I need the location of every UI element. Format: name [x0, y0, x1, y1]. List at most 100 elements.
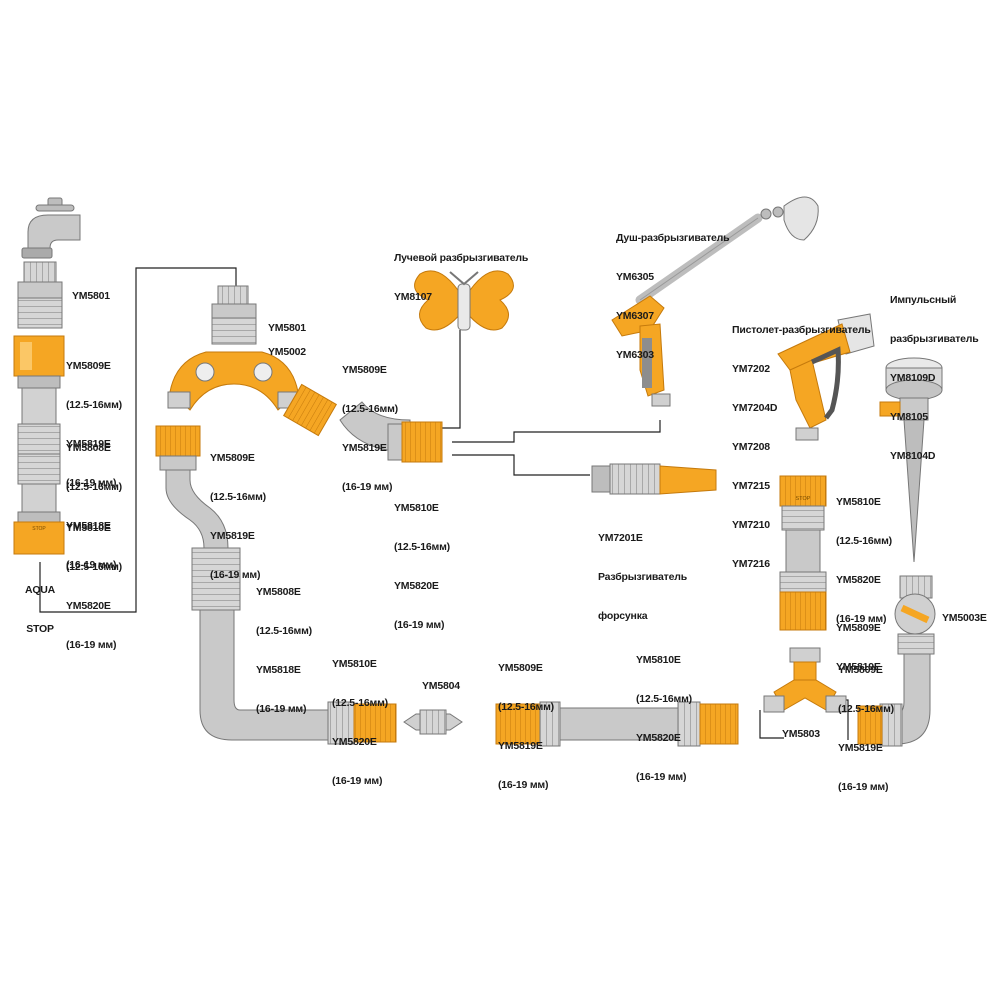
- label-line: YM5810E: [332, 658, 377, 670]
- label-line: YM5810E: [394, 502, 439, 514]
- label-right-group-a: YM5810E (12.5-16мм) YM5820E (16-19 мм): [836, 470, 892, 639]
- connector-to-gun: [452, 420, 661, 443]
- svg-text:STOP: STOP: [796, 496, 811, 502]
- label-line: (12.5-16мм): [66, 561, 122, 573]
- label-line: (16-19 мм): [342, 481, 393, 493]
- label-line: (16-19 мм): [66, 477, 117, 489]
- label-line: YM5819E: [342, 442, 387, 454]
- label-impulse-sprinkler: Импульсный разбрызгиватель YM8109D YM810…: [890, 268, 979, 476]
- faucet-icon: [21, 197, 81, 259]
- nozzle-icon: [591, 463, 717, 495]
- label-line: YM6307: [616, 310, 654, 322]
- label-line: YM5819E: [210, 530, 255, 542]
- label-mid-group-d: YM5808E (12.5-16мм) YM5818E (16-19 мм): [256, 560, 312, 729]
- label-line: (16-19 мм): [256, 703, 307, 715]
- label-line: YM6303: [616, 349, 654, 361]
- label-line: YM5820E: [332, 736, 377, 748]
- connector-left-to-mid: [39, 267, 237, 613]
- connector-to-beam: [442, 330, 461, 429]
- label-line: (12.5-16мм): [210, 491, 266, 503]
- svg-text:STOP: STOP: [32, 526, 46, 532]
- label-right-group-b: YM5809E YM5819E: [836, 596, 881, 687]
- connector-to-nozzle: [452, 454, 590, 476]
- label-line: (16-19 мм): [332, 775, 383, 787]
- label-line: YM5809E: [210, 452, 255, 464]
- label-line: (16-19 мм): [394, 619, 445, 631]
- label-line: YM5809E: [342, 364, 387, 376]
- label-line: YM8107: [394, 291, 432, 303]
- label-line: YM5808E: [256, 586, 301, 598]
- label-left-group-a: YM5809E (12.5-16мм) YM5819E (16-19 мм): [66, 334, 122, 503]
- label-line: (12.5-16мм): [836, 535, 892, 547]
- label-mid-group-c: YM5810E (12.5-16мм) YM5820E (16-19 мм): [394, 476, 450, 645]
- label-line: YM5818E: [66, 520, 111, 532]
- beam-sprinkler-icon: [414, 270, 514, 331]
- label-line: YM5810E: [636, 654, 681, 666]
- label-line: (12.5-16мм): [332, 697, 388, 709]
- label-line: YM5809E: [838, 664, 883, 676]
- label-line: YM8109D: [890, 372, 936, 384]
- label-line: YM5820E: [636, 732, 681, 744]
- label-line: (16-19 мм): [838, 781, 889, 793]
- label-line: (16-19 мм): [498, 779, 549, 791]
- label-line: разбрызгиватель: [890, 333, 979, 345]
- label-line: YM8105: [890, 411, 928, 423]
- label-line: Импульсный: [890, 294, 957, 306]
- label-line: YM6305: [616, 271, 654, 283]
- mid-hose-bend: [282, 383, 443, 463]
- label-line: YM5809E: [66, 360, 111, 372]
- label-line: Лучевой разбрызгиватель: [394, 252, 529, 264]
- label-line: YM5819E: [838, 742, 883, 754]
- label-line: YM7204D: [732, 402, 778, 414]
- label-left-group-b: YM5808E (12.5-16мм) YM5818E (16-19 мм): [66, 416, 122, 585]
- label-left-group-c: YM5810E (12.5-16мм) YM5820E (16-19 мм): [66, 496, 122, 665]
- label-right-group-c: YM5809E (12.5-16мм) YM5819E (16-19 мм): [838, 638, 894, 807]
- label-line: YM5820E: [394, 580, 439, 592]
- label-line: Пистолет-разбрызгиватель: [732, 324, 871, 336]
- label-bottom-group-b: YM5809E (12.5-16мм) YM5819E (16-19 мм): [498, 636, 554, 805]
- label-ym5801-mid: YM5801: [268, 322, 306, 334]
- label-aqua-stop: AQUA STOP: [20, 558, 60, 649]
- mid-splitter-assembly: [167, 285, 301, 411]
- label-line: YM5819E: [836, 661, 881, 673]
- label-mid-group-b: YM5809E (12.5-16мм) YM5819E (16-19 мм): [210, 426, 266, 595]
- label-line: Душ-разбрызгиватель: [616, 232, 730, 244]
- label-line: STOP: [26, 623, 54, 635]
- label-line: (12.5-16мм): [66, 399, 122, 411]
- bottom-hose-segment: [495, 701, 739, 747]
- right-vertical-assembly: STOP: [779, 475, 827, 631]
- label-line: YM8104D: [890, 450, 936, 462]
- label-ym5803: YM5803: [782, 728, 820, 740]
- left-assembly: STOP: [13, 261, 65, 555]
- label-line: YM5820E: [66, 600, 111, 612]
- label-line: YM5810E: [66, 522, 111, 534]
- label-line: YM5820E: [836, 574, 881, 586]
- shower-sprinkler-icon: [611, 196, 819, 407]
- ym5804-coupler: [403, 709, 463, 735]
- label-ym5003e: YM5003E: [942, 612, 987, 624]
- ym5803-splitter: [763, 647, 847, 713]
- label-line: YM7215: [732, 480, 770, 492]
- label-beam-sprinkler: Лучевой разбрызгиватель YM8107: [394, 226, 528, 317]
- label-line: Разбрызгиватель: [598, 571, 687, 583]
- label-line: YM5808E: [66, 442, 111, 454]
- label-nozzle: YM7201E Разбрызгиватель форсунка: [598, 506, 687, 636]
- label-shower-sprinkler: Душ-разбрызгиватель YM6305 YM6307 YM6303: [616, 206, 730, 375]
- label-line: YM5819E: [498, 740, 543, 752]
- label-line: YM7202: [732, 363, 770, 375]
- label-line: YM7210: [732, 519, 770, 531]
- label-bottom-group-c: YM5810E (12.5-16мм) YM5820E (16-19 мм): [636, 628, 692, 797]
- main-hose: [155, 425, 397, 745]
- label-line: YM5809E: [498, 662, 543, 674]
- label-line: (16-19 мм): [210, 569, 261, 581]
- label-line: YM7201E: [598, 532, 643, 544]
- label-line: (12.5-16мм): [498, 701, 554, 713]
- label-line: (12.5-16мм): [838, 703, 894, 715]
- label-line: (16-19 мм): [66, 639, 117, 651]
- label-ym5002: YM5002: [268, 346, 306, 358]
- label-line: (16-19 мм): [836, 613, 887, 625]
- label-line: YM5810E: [836, 496, 881, 508]
- label-line: (12.5-16мм): [342, 403, 398, 415]
